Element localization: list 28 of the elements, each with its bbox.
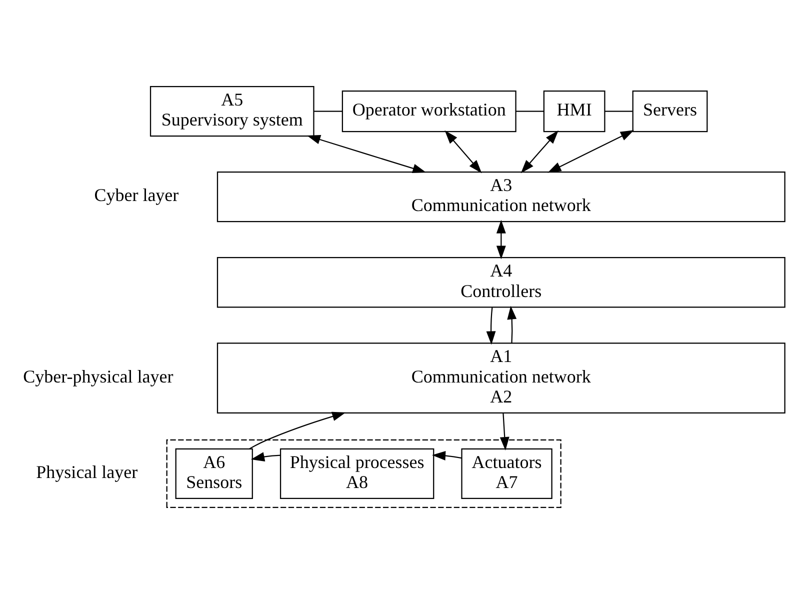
connector — [604, 110, 632, 112]
arrow — [548, 130, 634, 173]
node-box: Operator workstation — [342, 90, 516, 132]
arrow — [444, 130, 482, 174]
arrow — [249, 412, 346, 450]
arrow — [432, 451, 462, 460]
arrow — [250, 452, 280, 462]
node-box: Actuators A7 — [461, 448, 552, 500]
arrow — [486, 307, 496, 345]
label: Physical layer — [36, 462, 138, 482]
node-box: A5 Supervisory system — [150, 86, 314, 137]
node-box: A3 Communication network — [216, 171, 786, 222]
arrow — [507, 306, 517, 344]
label: Cyber layer — [94, 185, 179, 206]
arrow — [496, 220, 506, 260]
connector — [516, 110, 544, 112]
node-box: A1 Communication network A2 — [216, 342, 786, 414]
arrow — [520, 130, 558, 174]
cluster — [166, 439, 562, 508]
node-box: A4 Controllers — [216, 257, 786, 308]
node-box: HMI — [543, 90, 606, 132]
node-box: A6 Sensors — [175, 448, 253, 500]
label: Cyber-physical layer — [23, 366, 174, 386]
node-box: Physical processes A8 — [280, 448, 434, 500]
connector — [314, 110, 342, 112]
arrow — [306, 135, 426, 174]
node-box: Servers — [632, 90, 708, 132]
arrow — [500, 413, 510, 451]
